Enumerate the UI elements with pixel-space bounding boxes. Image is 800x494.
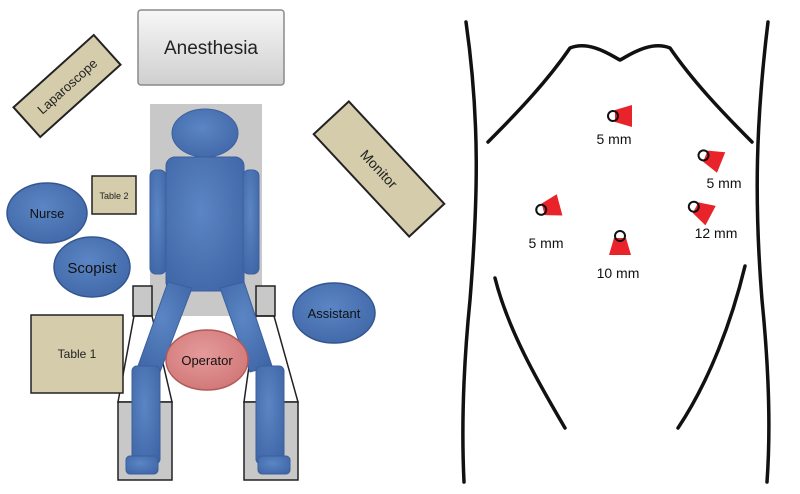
port-marker	[607, 105, 632, 127]
port-marker	[609, 230, 631, 255]
port-size-label: 5 mm	[707, 175, 742, 191]
patient-torso	[165, 156, 245, 292]
trocar-shape	[541, 194, 563, 216]
nurse-circle	[6, 182, 88, 244]
anesthesia-box	[137, 9, 285, 86]
scopist: Scopist	[53, 236, 131, 298]
port-size-label: 5 mm	[529, 235, 564, 251]
port-ring	[535, 203, 548, 216]
table-right-arm-support	[255, 285, 276, 317]
monitor-box	[312, 100, 446, 238]
scopist-label: Scopist	[67, 260, 117, 277]
port-size-label: 10 mm	[597, 265, 640, 281]
port-marker	[687, 200, 716, 226]
patient-left-arm	[149, 169, 167, 275]
port-size-label: 5 mm	[597, 131, 632, 147]
assistant-label: Assistant	[308, 306, 361, 321]
operating-room-layout: Anesthesia Laparoscope Monitor	[6, 9, 446, 481]
right-inguinal-line	[676, 264, 747, 430]
port-ring	[607, 110, 619, 122]
assistant-circle	[292, 282, 376, 344]
table-left-arm-support	[132, 285, 153, 317]
table-2: Table 2	[91, 175, 137, 215]
laparoscope-box	[12, 33, 122, 139]
patient	[125, 108, 291, 475]
patient-left-shin	[131, 365, 161, 465]
costal-margin	[486, 44, 754, 144]
anesthesia-station: Anesthesia	[137, 9, 285, 86]
left-inguinal-line	[493, 276, 567, 430]
operator: Operator	[165, 329, 249, 391]
left-flank-line	[461, 20, 479, 484]
table-1: Table 1	[30, 314, 124, 394]
operator-circle	[165, 329, 249, 391]
trocar-shape	[609, 238, 631, 255]
table-2-box	[91, 175, 137, 215]
right-flank-line	[755, 20, 771, 484]
patient-right-arm	[242, 169, 260, 275]
nurse: Nurse	[6, 182, 88, 244]
port-ring	[614, 230, 626, 242]
port-ring	[697, 149, 710, 162]
table-1-box	[30, 314, 124, 394]
monitor-unit: Monitor	[312, 100, 446, 238]
port-marker	[697, 149, 726, 173]
port-size-label: 12 mm	[695, 225, 738, 241]
patient-right-foot	[257, 455, 291, 475]
anesthesia-label: Anesthesia	[164, 38, 258, 59]
patient-left-foot	[125, 455, 159, 475]
table-1-label: Table 1	[58, 347, 97, 361]
table-2-label: Table 2	[99, 191, 128, 201]
patient-head	[171, 108, 239, 158]
port-ring	[687, 200, 700, 213]
port-markers: 5 mm 5 mm 5 mm 12 mm 10 mm	[529, 105, 742, 281]
assistant: Assistant	[292, 282, 376, 344]
operator-label: Operator	[181, 353, 233, 368]
laparoscope-tower: Laparoscope	[12, 33, 122, 139]
abdomen-outline	[461, 20, 771, 484]
port-marker	[535, 194, 563, 216]
scopist-circle	[53, 236, 131, 298]
abdomen-port-diagram: 5 mm 5 mm 5 mm 12 mm 10 mm	[461, 20, 771, 484]
nurse-label: Nurse	[30, 206, 65, 221]
patient-right-shin	[255, 365, 285, 465]
trocar-shape	[615, 105, 632, 127]
